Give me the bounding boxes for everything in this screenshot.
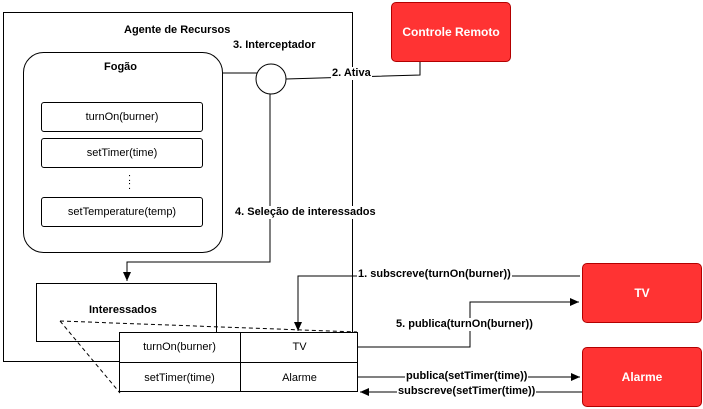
stove-title: Fogão — [104, 61, 137, 73]
device-alarm: Alarme — [582, 347, 702, 407]
step4-label: 4. Seleção de interessados — [234, 206, 377, 219]
step2-label: 2. Ativa — [331, 67, 372, 80]
method-turnon: turnOn(burner) — [41, 102, 203, 132]
table-cell-method: turnOn(burner) — [143, 341, 216, 353]
step1-label: 1. subscreve(turnOn(burner)) — [357, 268, 512, 281]
arrow-ativa — [285, 62, 421, 80]
projection-line-top — [59, 320, 358, 333]
interessados-frame — [36, 283, 217, 342]
device-label: Controle Remoto — [402, 25, 500, 39]
projection-line-bottom — [59, 320, 121, 394]
device-label: TV — [634, 286, 650, 300]
method-settimer: setTimer(time) — [41, 138, 203, 168]
table-cell-subscriber: TV — [292, 341, 307, 353]
device-remote: Controle Remoto — [391, 2, 511, 62]
publish-timer-label: publica(setTimer(time)) — [405, 370, 529, 383]
method-settemperature: setTemperature(temp) — [41, 197, 203, 227]
subscribe-timer-label: subscreve(setTimer(time)) — [397, 385, 537, 398]
device-label: Alarme — [621, 370, 663, 384]
table-cell-method: setTimer(time) — [144, 371, 215, 384]
method-ellipsis: :: — [128, 172, 132, 192]
table-cell-subscriber: Alarme — [282, 371, 317, 384]
agent-title: Agente de Recursos — [124, 24, 231, 36]
step3-label: 3. Interceptador — [233, 39, 316, 51]
interceptor-node — [255, 63, 287, 95]
table-row-divider — [119, 362, 358, 363]
method-label: setTemperature(temp) — [67, 206, 177, 218]
interessados-title: Interessados — [89, 304, 157, 316]
method-label: turnOn(burner) — [85, 111, 159, 123]
table-col-divider — [240, 332, 241, 392]
method-label: setTimer(time) — [86, 147, 158, 159]
arrow-selecao — [123, 94, 271, 281]
step5-label: 5. publica(turnOn(burner)) — [395, 318, 534, 331]
device-tv: TV — [582, 263, 702, 323]
